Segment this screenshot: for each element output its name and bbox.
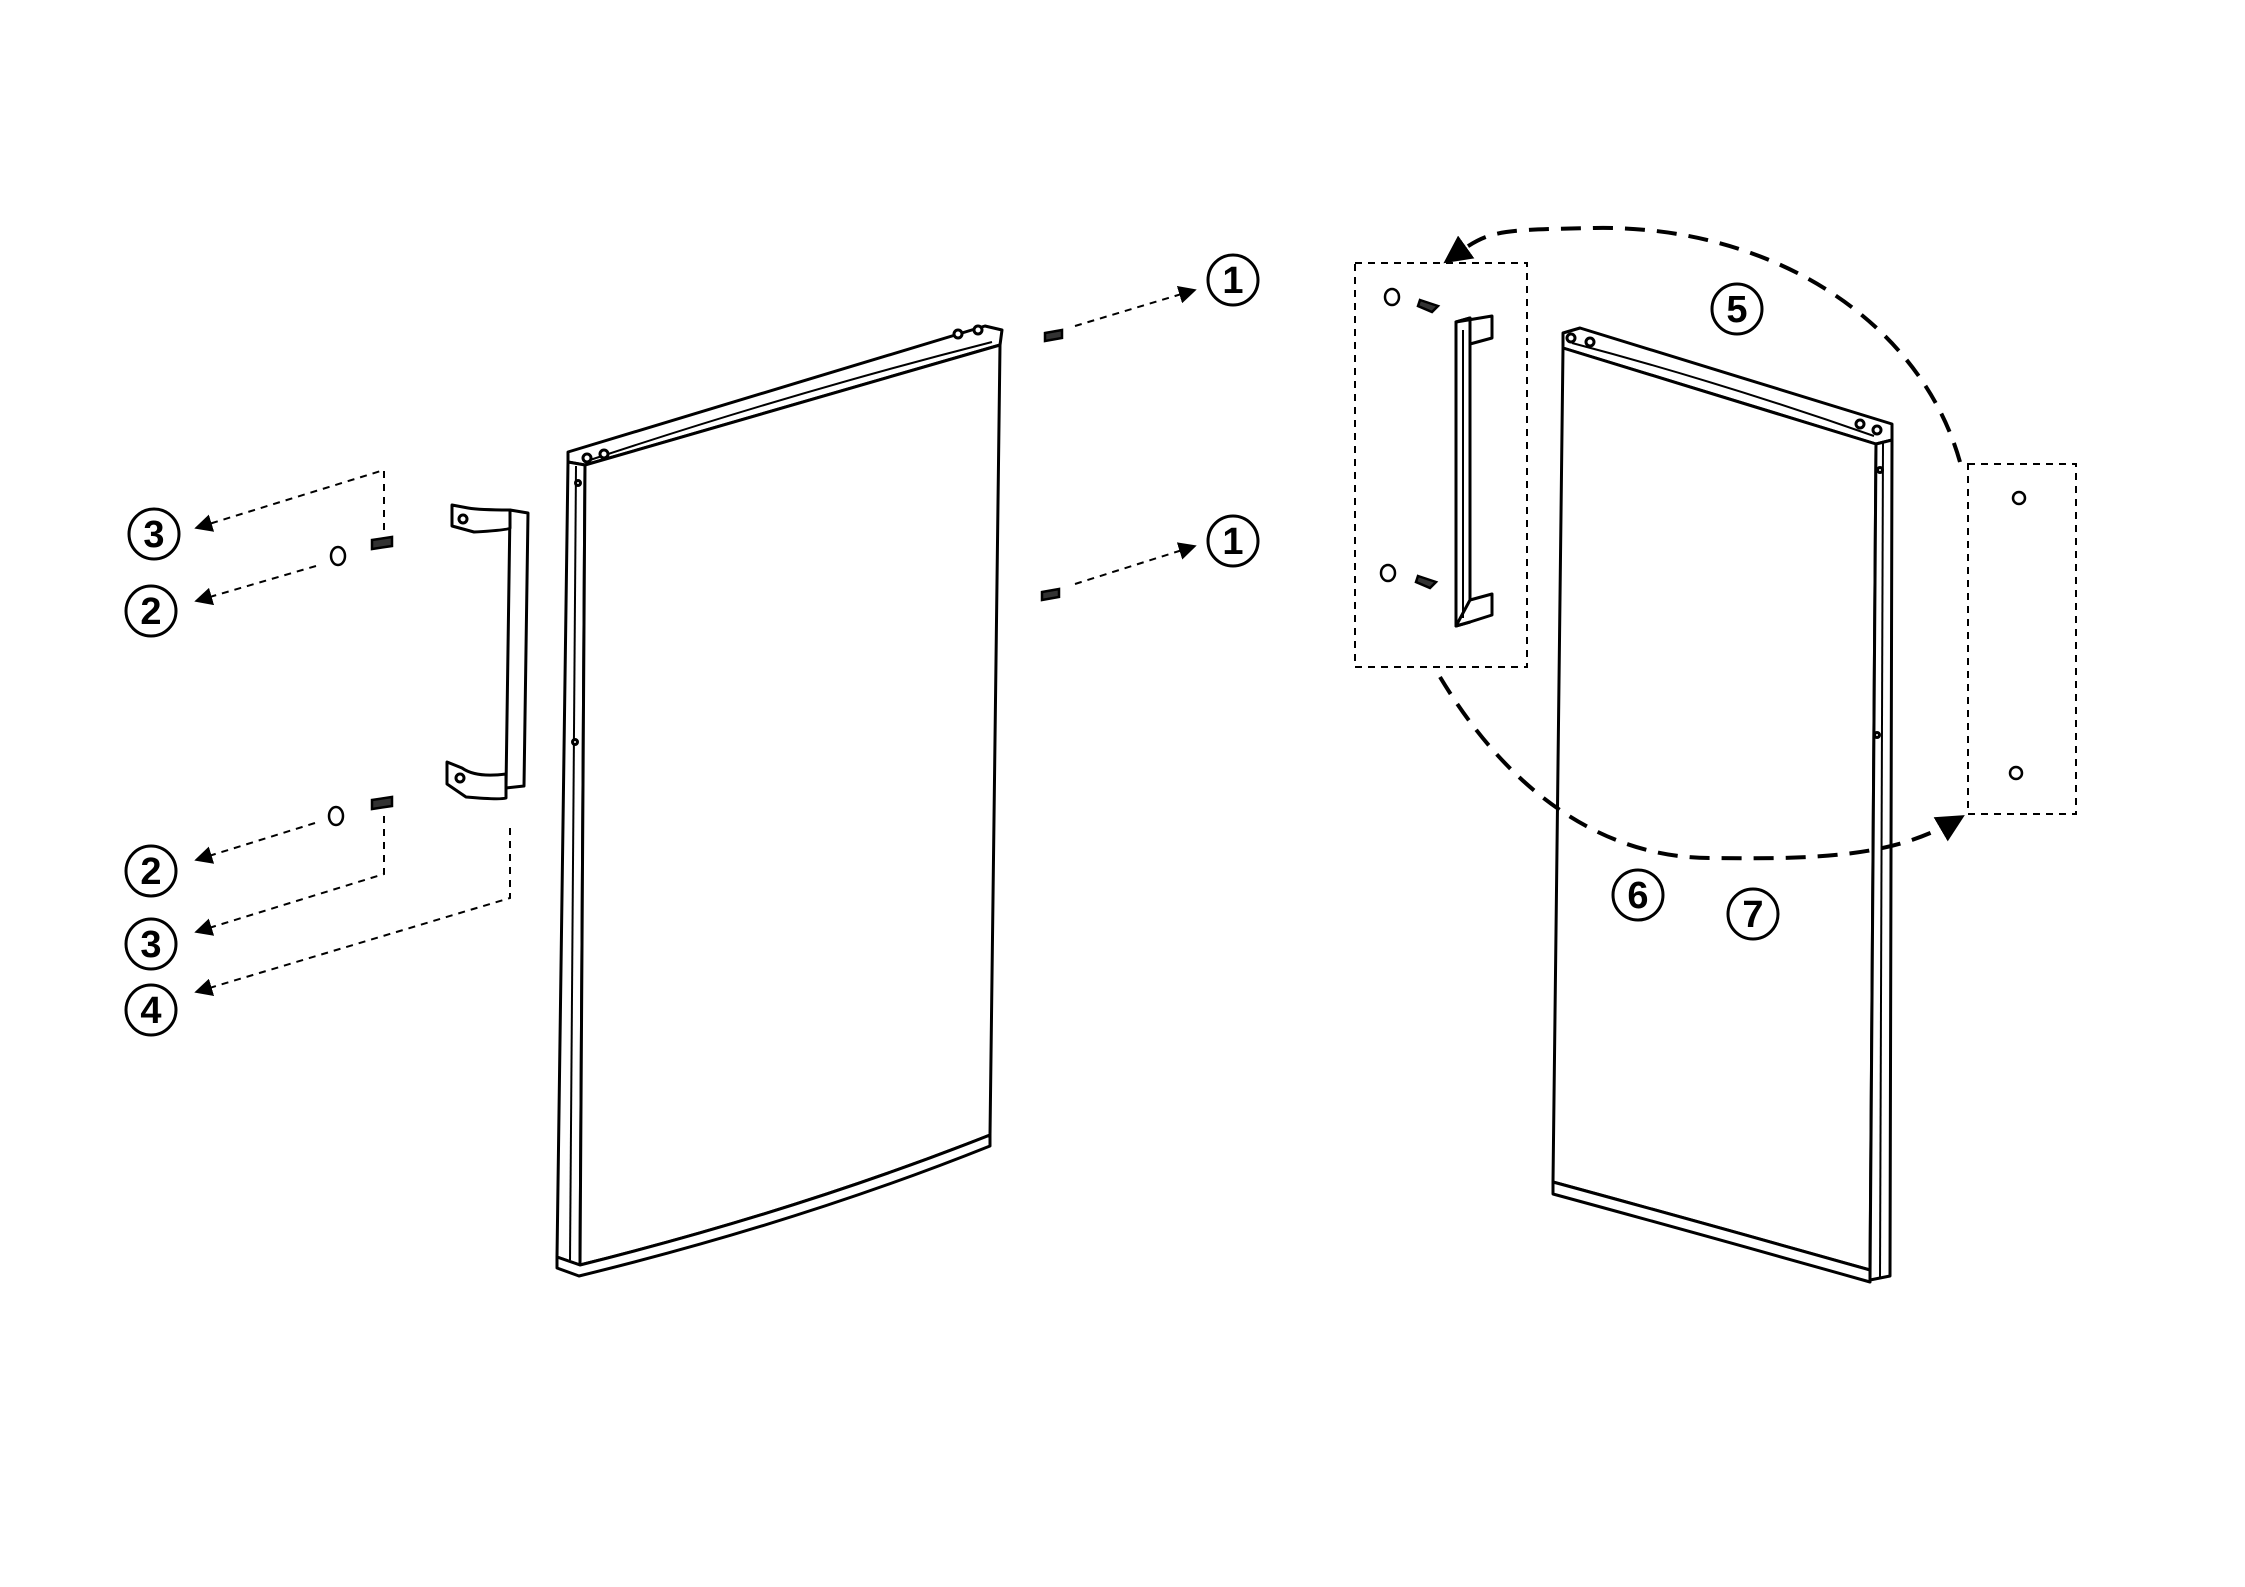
hole-plug-box xyxy=(1968,464,2076,814)
callout-3-lower: 3 xyxy=(126,919,176,969)
right-door-front-panel xyxy=(1553,348,1876,1270)
left-door xyxy=(557,326,1002,1276)
left-door-handle xyxy=(447,505,528,799)
callout-1-bottom: 1 xyxy=(1208,516,1258,566)
callout-label: 2 xyxy=(140,591,161,633)
callout-4: 4 xyxy=(126,985,176,1035)
callout-label: 6 xyxy=(1627,875,1648,917)
callout-3-upper: 3 xyxy=(129,509,179,559)
callout-label: 3 xyxy=(143,514,164,556)
screw xyxy=(372,537,392,549)
callout-1-top: 1 xyxy=(1208,255,1258,305)
hole-cap xyxy=(331,547,345,565)
callout-label: 7 xyxy=(1742,894,1763,936)
handle-kit-box xyxy=(1355,263,1527,667)
callout-label: 1 xyxy=(1222,260,1243,302)
callout-5: 5 xyxy=(1712,284,1762,334)
callout-label: 3 xyxy=(140,924,161,966)
callout-label: 4 xyxy=(140,990,161,1032)
screw xyxy=(1045,330,1062,341)
callout-label: 2 xyxy=(140,851,161,893)
left-door-front-panel xyxy=(580,345,1000,1265)
callout-label: 1 xyxy=(1222,521,1243,563)
callout-2-upper: 2 xyxy=(126,586,176,636)
callout-label: 5 xyxy=(1726,289,1747,331)
callout-6: 6 xyxy=(1613,870,1663,920)
callout-2-lower: 2 xyxy=(126,846,176,896)
callout-7: 7 xyxy=(1728,889,1778,939)
right-door xyxy=(1553,328,1892,1282)
